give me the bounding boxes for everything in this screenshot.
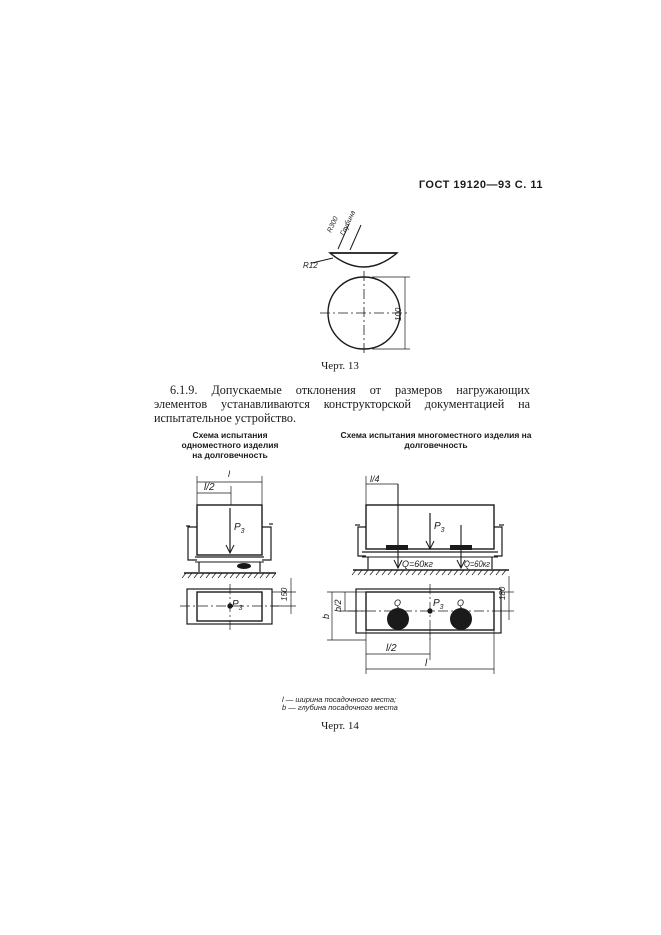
fig14-right-b-label: b	[321, 614, 331, 619]
fig14-right-dim180-label: 180	[498, 586, 507, 600]
figure-13-drawing	[311, 223, 410, 355]
fig14-right-qb-label: Q	[457, 598, 464, 608]
fig14-left-dim150-label: 150	[280, 587, 289, 601]
figure-14-left-title: Схема испытания одноместного изделия на …	[181, 430, 279, 460]
figure-14-right-title: Схема испытания многоместного изделия на…	[340, 430, 532, 450]
figure-14-legend-b: b — глубина посадочного места	[282, 703, 398, 712]
fig14-right-l-label: l	[425, 658, 428, 669]
fig14-right-l-quarter-label: l/4	[370, 474, 380, 484]
fig13-r300-label: R300	[326, 216, 339, 234]
fig14-left-p3-top-label: P3	[234, 522, 245, 535]
figure-14-left-elevation	[181, 476, 277, 579]
fig14-right-l-half-label: l/2	[386, 643, 397, 654]
fig14-right-qa-label: Q	[394, 598, 401, 608]
figure-14-right-plan	[327, 576, 514, 674]
fig14-right-q2-label: Q=60кг	[464, 559, 490, 569]
fig14-right-p3-plan-label: P3	[433, 598, 444, 611]
fig14-left-l-half-label: l/2	[204, 482, 215, 493]
page-header: ГОСТ 19120—93 С. 11	[418, 179, 543, 191]
figure-13-caption: Черт. 13	[321, 360, 359, 372]
fig14-right-p3-top-label: P3	[434, 521, 445, 534]
fig14-left-p3-plan-label: P3	[232, 599, 243, 612]
section-paragraph: 6.1.9. Допускаемые отклонения от размеро…	[154, 383, 530, 425]
fig13-r12-label: R12	[303, 261, 318, 270]
fig13-dim100-label: 100	[394, 307, 403, 321]
fig14-left-l-label: l	[228, 469, 231, 479]
figure-14-right-elevation	[351, 476, 509, 576]
figure-14-left-plan	[180, 578, 296, 630]
fig14-right-q1-label: Q=60кг	[402, 559, 434, 569]
fig13-dim-label: Глубина	[339, 209, 358, 237]
figure-14-caption: Черт. 14	[321, 720, 359, 732]
figure-14-legend-l: l — ширина посадочного места;	[282, 695, 397, 704]
fig14-right-b-half-label: b/2	[333, 599, 343, 612]
